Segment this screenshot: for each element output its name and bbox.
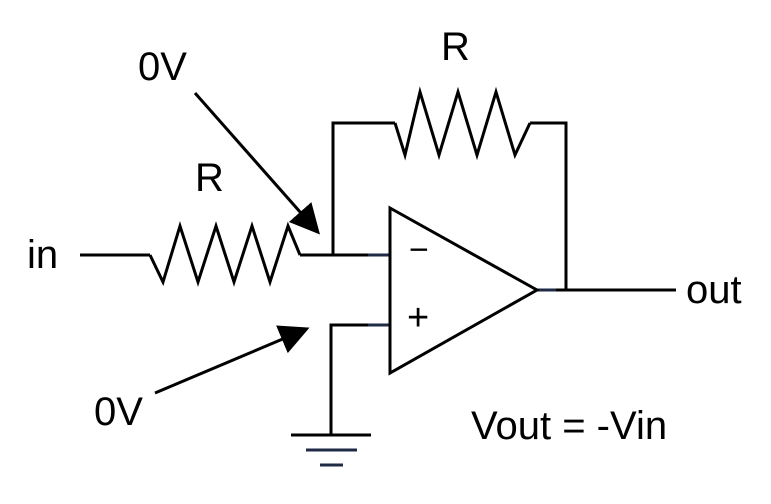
- noninverting-input-sign: +: [407, 297, 430, 339]
- annotation-bottom-label: 0V: [94, 390, 143, 434]
- noninverting-wire: [329, 323, 390, 435]
- arrow-top-annotation: [193, 92, 320, 235]
- ground-symbol: [291, 433, 371, 467]
- input-resistor-label: R: [195, 156, 224, 200]
- output-label: out: [686, 268, 742, 312]
- inverting-input-sign: −: [409, 231, 429, 269]
- feedback-resistor-label: R: [441, 25, 470, 69]
- annotation-top-label: 0V: [138, 45, 187, 89]
- input-label: in: [27, 233, 59, 277]
- feedback-resistor: [393, 86, 532, 161]
- arrow-bottom-annotation: [154, 325, 310, 395]
- feedback-right-wire: [530, 121, 568, 290]
- equation-label: Vout = -Vin: [471, 404, 668, 448]
- input-resistor: [148, 220, 302, 287]
- feedback-left-wire: [331, 121, 395, 255]
- opamp-triangle: [388, 205, 541, 376]
